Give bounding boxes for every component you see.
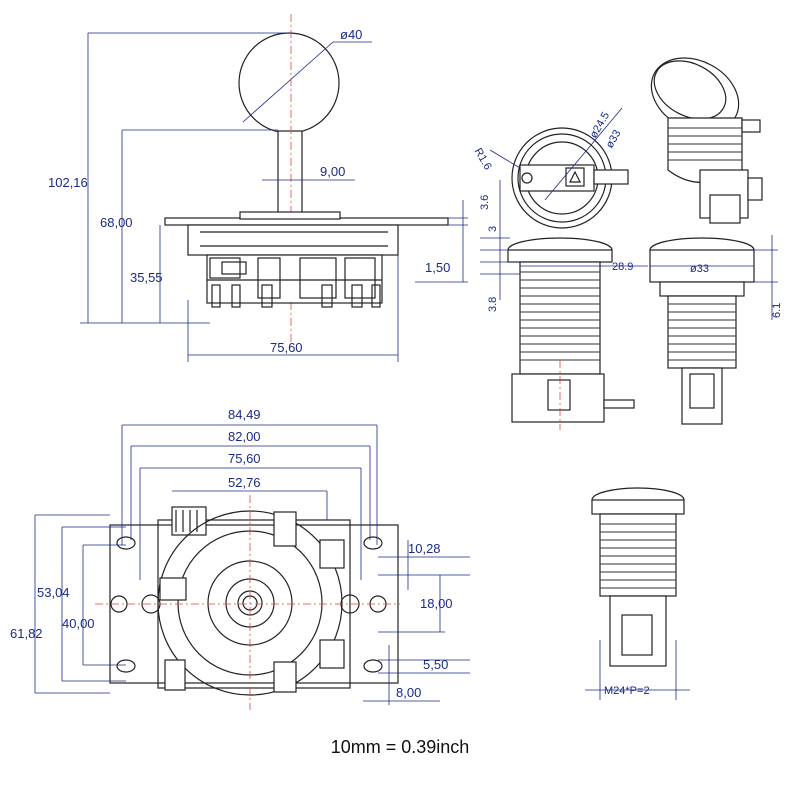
base-height-label: 35,55 — [130, 270, 163, 285]
height-inner-label: 40,00 — [62, 616, 95, 631]
top-connector — [171, 506, 207, 536]
width-inner-label: 52,76 — [228, 475, 261, 490]
button-dim-28-9-label: 28.9 — [612, 261, 633, 273]
total-height-label: 102,16 — [48, 175, 88, 190]
button-thread — [519, 261, 601, 375]
plate-thickness-label: 1,50 — [425, 260, 450, 275]
height-mid-label: 53,04 — [37, 585, 70, 600]
button-thread-label: M24*P=2 — [604, 685, 650, 697]
button-dim-6-1-label: 6.1 — [771, 303, 783, 318]
dim-right-4-label: 8,00 — [396, 685, 421, 700]
joystick-top-view: 84,49 82,00 75,60 52,76 61,82 53,04 40,0… — [10, 407, 470, 710]
dim-right-3-label: 5,50 — [423, 657, 448, 672]
mount-hole — [363, 536, 383, 550]
joystick-ball — [238, 32, 340, 134]
shaft-diameter-label: 9,00 — [320, 164, 345, 179]
button-isometric — [650, 57, 763, 224]
height-outer-label: 61,82 — [10, 626, 43, 641]
base-width-label: 75,60 — [270, 340, 303, 355]
mount-hole — [116, 659, 136, 673]
button-side-view-2: ø33 6.1 — [649, 235, 783, 425]
ball-diameter-label: ø40 — [340, 27, 362, 42]
joystick-side-view: ø40 102,16 68,00 35, — [48, 14, 468, 362]
button-bottom-view: M24*P=2 — [585, 487, 690, 700]
joystick-shaft — [277, 130, 303, 217]
mount-hole — [363, 659, 383, 673]
button-dim-3-8-label: 3.8 — [487, 297, 499, 312]
shaft-height-label: 68,00 — [100, 215, 133, 230]
mount-hole — [116, 536, 136, 550]
button-top-view: R1.6 ø24.5 ø33 — [472, 107, 629, 229]
scale-caption: 10mm = 0.39inch — [330, 737, 470, 757]
button-dim-33-label: ø33 — [690, 263, 709, 275]
button-outer-diameter-label: ø33 — [604, 128, 624, 150]
button-dim-3-label: 3 — [487, 226, 499, 232]
dim-right-2-label: 18,00 — [420, 596, 453, 611]
width-outer-label: 84,49 — [228, 407, 261, 422]
button-dim-3-6-label: 3.6 — [479, 195, 491, 210]
joystick-base — [187, 224, 399, 256]
width-holes-label: 82,00 — [228, 429, 261, 444]
dim-right-1-label: 10,28 — [408, 541, 441, 556]
button-side-view-1: 3.6 3 3.8 28.9 — [479, 180, 648, 430]
width-body-label: 75,60 — [228, 451, 261, 466]
